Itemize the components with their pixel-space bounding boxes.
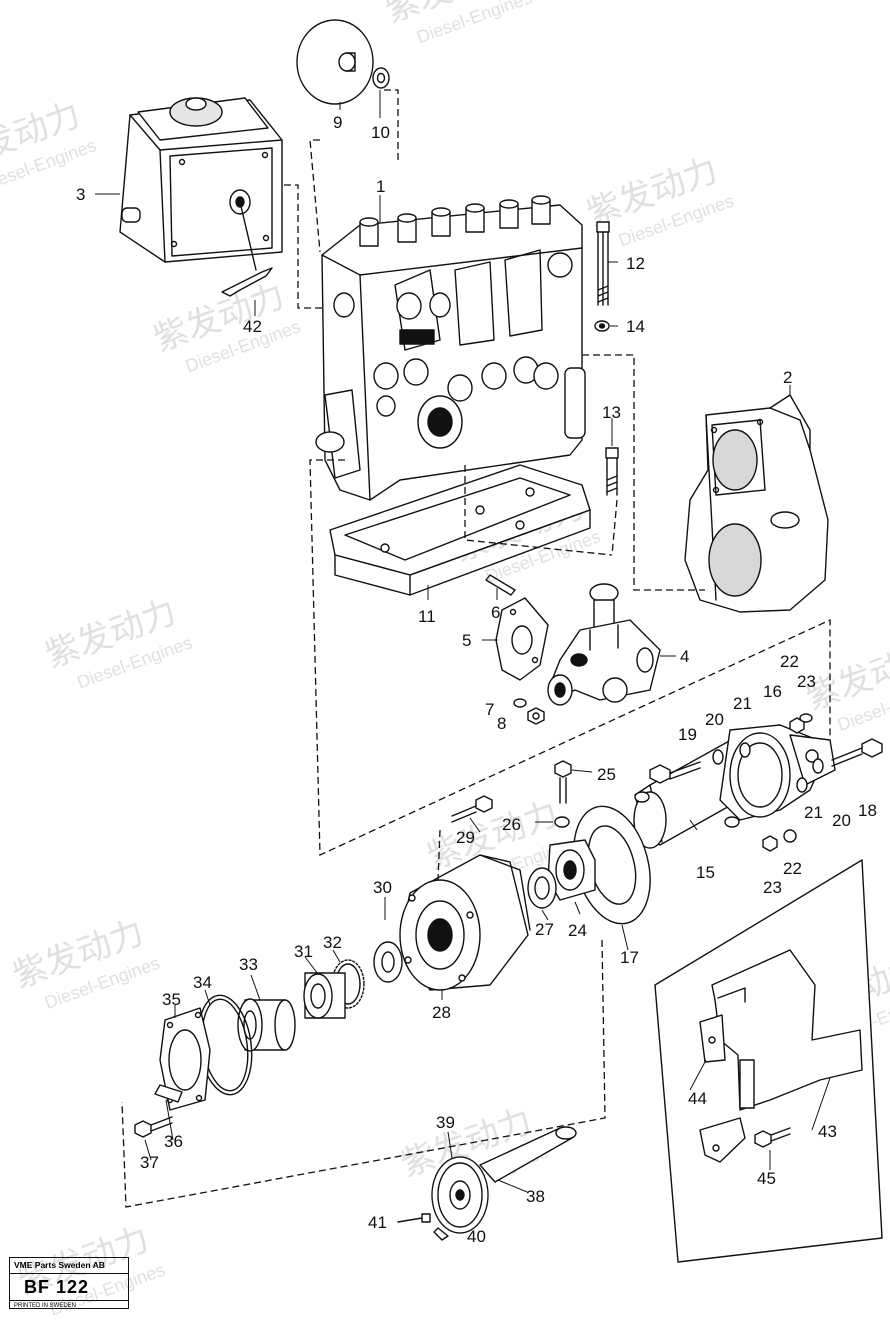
label-part-24: 24: [568, 921, 587, 940]
leader-lines: [95, 90, 831, 1193]
label-part-21-top: 21: [733, 694, 752, 713]
label-part-28: 28: [432, 1003, 451, 1022]
bolt-part-29: [451, 795, 493, 823]
gasket-part-17: [573, 805, 651, 925]
label-part-41: 41: [368, 1213, 387, 1232]
bolt-part-41: [397, 1213, 431, 1223]
drive-cone-part-28-30: [399, 854, 531, 991]
label-part-8: 8: [497, 714, 506, 733]
label-part-9: 9: [333, 113, 342, 132]
nut-washer-part-7-8: [513, 698, 545, 725]
guard-inset-box: [654, 859, 883, 1263]
base-plate-part-11: [329, 464, 591, 596]
label-part-22-top: 22: [780, 652, 799, 671]
label-part-32: 32: [323, 933, 342, 952]
label-part-12: 12: [626, 254, 645, 273]
label-part-27: 27: [535, 920, 554, 939]
label-part-21-bottom: 21: [804, 803, 823, 822]
bolt-part-19: [649, 742, 751, 784]
seal-part-27: [527, 867, 557, 909]
label-part-20-bottom: 20: [832, 811, 851, 830]
label-part-13: 13: [602, 403, 621, 422]
label-part-2: 2: [783, 368, 792, 387]
label-part-11: 11: [418, 607, 436, 626]
nut-washer-part-22-23-top: [789, 713, 813, 734]
nut-washer-part-22-23-bottom: [762, 829, 797, 852]
label-part-44: 44: [688, 1089, 707, 1108]
label-part-31: 31: [294, 942, 313, 961]
label-part-23-bottom: 23: [763, 878, 782, 897]
label-part-18: 18: [858, 801, 877, 820]
feed-pump-part-4: [547, 583, 661, 706]
governor-cover-part-3: [119, 97, 283, 263]
stamp-printed: PRINTED IN SWEDEN: [10, 1300, 128, 1312]
label-part-30: 30: [373, 878, 392, 897]
label-part-40: 40: [467, 1227, 486, 1246]
stamp-code: BF 122: [24, 1277, 90, 1297]
label-part-22-bottom: 22: [783, 859, 802, 878]
label-part-10: 10: [371, 123, 390, 142]
bolt-part-18: [796, 738, 883, 793]
label-part-36: 36: [164, 1132, 183, 1151]
bolt-part-13: [605, 447, 619, 496]
label-part-15: 15: [696, 863, 715, 882]
stamp-company: VME Parts Sweden AB: [10, 1258, 128, 1274]
cover-plate-part-35: [159, 1007, 211, 1111]
label-part-26: 26: [502, 815, 521, 834]
label-part-37: 37: [140, 1153, 159, 1172]
label-part-45: 45: [757, 1169, 776, 1188]
label-part-14: 14: [626, 317, 645, 336]
clip-part-42: [221, 201, 273, 297]
label-part-16: 16: [763, 682, 782, 701]
bolt-part-25: [554, 760, 572, 828]
label-part-4: 4: [680, 647, 689, 666]
cover-disc-part-9: [296, 19, 390, 105]
label-part-38: 38: [526, 1187, 545, 1206]
bolt-part-12: [594, 221, 610, 332]
label-part-1: 1: [376, 177, 385, 196]
label-part-42: 42: [243, 317, 262, 336]
stud-part-6: [485, 574, 516, 596]
bolt-part-37: [134, 1116, 173, 1138]
label-part-35: 35: [162, 990, 181, 1009]
label-part-7: 7: [485, 700, 494, 719]
label-part-3: 3: [76, 185, 85, 204]
label-part-33: 33: [239, 955, 258, 974]
part-number-labels: 1 2 3 4 5 6 7 8 9 10 11 12 13 14 15 16 1…: [76, 113, 877, 1246]
injection-pump-part-1: [315, 195, 586, 501]
label-part-34: 34: [193, 973, 212, 992]
label-part-39: 39: [436, 1113, 455, 1132]
label-part-17: 17: [620, 948, 639, 967]
gear-bearing-part-31-32: [303, 941, 403, 1019]
key-part-40: [433, 1227, 449, 1241]
assembly-dashed-lines: [121, 89, 831, 1208]
label-part-20-top: 20: [705, 710, 724, 729]
label-part-6: 6: [491, 603, 500, 622]
label-part-19: 19: [678, 725, 697, 744]
label-part-5: 5: [462, 631, 471, 650]
governor-housing-part-2: [684, 394, 829, 613]
reference-stamp: VME Parts Sweden AB BF 122 PRINTED IN SW…: [9, 1257, 129, 1309]
washer-part-36: [154, 1084, 183, 1103]
label-part-25: 25: [597, 765, 616, 784]
label-part-43: 43: [818, 1122, 837, 1141]
gear-shaft-part-38-39: [431, 1126, 577, 1234]
label-part-23-top: 23: [797, 672, 816, 691]
label-part-29: 29: [456, 828, 475, 847]
gasket-part-5: [495, 597, 549, 681]
